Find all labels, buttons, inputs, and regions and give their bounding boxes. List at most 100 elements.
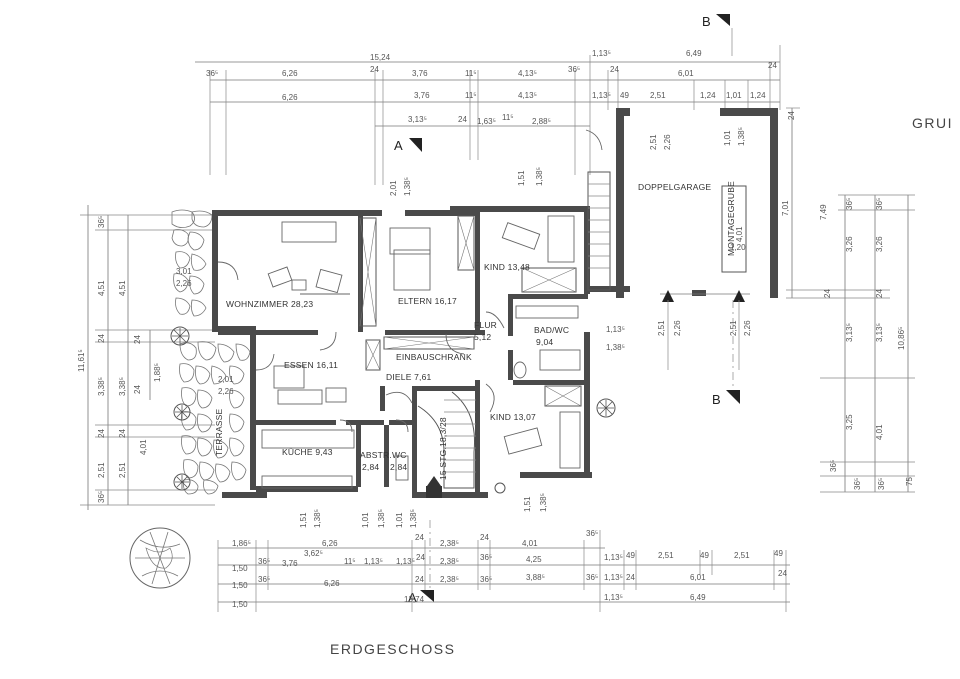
room-wohnzimmer: WOHNZIMMER 28,23 (226, 299, 313, 309)
dim-b-b: 1,38⁵ (313, 509, 322, 528)
dim-b3-6: 3,88⁵ (526, 573, 545, 582)
dim-door2-a: 1,51 (517, 170, 526, 186)
dim-left-i: 3,38⁵ (118, 377, 127, 396)
dim-left-o: 24 (118, 429, 127, 438)
section-a-bottom-arrow (420, 590, 434, 602)
dim-b3-9: 24 (626, 573, 635, 582)
dim-g2-a: 1,01 (723, 130, 732, 146)
dim-b3-10: 6,01 (690, 573, 706, 582)
dim-b3-7: 36⁵ (586, 573, 598, 582)
dim-b2-9: 4,25 (526, 555, 542, 564)
dim-right-i: 36⁵ (829, 460, 838, 472)
dim-r3-3: 4,13⁵ (518, 91, 537, 100)
dim-b-c: 1,01 (361, 512, 370, 528)
room-kind-2: KIND 13,07 (490, 412, 536, 422)
dim-r3-9: 1,24 (750, 91, 766, 100)
dim-b1-6: 36⁵ (586, 529, 598, 538)
dim-b2-2: 3,76 (282, 559, 298, 568)
dim-right-b: 24 (787, 111, 796, 120)
dim-right-a: 7,01 (781, 200, 790, 216)
walls (212, 108, 778, 498)
room-einbauschrank: EINBAUSCHRANK (396, 352, 472, 362)
dim-b1-4: 24 (480, 533, 489, 542)
dim-b3-11: 24 (778, 569, 787, 578)
dim-b3-4: 2,38⁵ (440, 575, 459, 584)
dim-r2-0: 36⁵ (206, 69, 218, 78)
section-markers: B A B A (394, 14, 740, 605)
bottom-dimension-lines (217, 530, 790, 612)
section-b-top-label: B (702, 14, 711, 29)
dim-right-c: 7,49 (819, 204, 828, 220)
dim-right-m: 24 (875, 289, 884, 298)
section-b-bottom-label: B (712, 392, 721, 407)
room-labels: WOHNZIMMER 28,23 ELTERN 16,17 KIND 13,48… (176, 181, 746, 480)
dim-door1-a: 2,01 (389, 180, 398, 196)
dim-r3-2: 11⁵ (465, 91, 477, 100)
dim-g1-b: 2,26 (663, 134, 672, 150)
dim-r2-8: 6,01 (678, 69, 694, 78)
dim-b4-3: 6,49 (690, 593, 706, 602)
dim-left-m: 24 (133, 335, 142, 344)
left-dimension-texts: 11,61⁵ 36⁵ 4,51 24 3,38⁵ 24 2,51 36⁵ 4,5… (77, 216, 162, 503)
room-eltern: ELTERN 16,17 (398, 296, 457, 306)
dim-b3-2: 6,26 (324, 579, 340, 588)
dim-left-e: 24 (97, 429, 106, 438)
built-ins (359, 215, 582, 407)
right-dimension-lines (786, 107, 915, 493)
dim-b1-1: 6,26 (322, 539, 338, 548)
dim-b-f: 1,38⁵ (409, 509, 418, 528)
dim-right-k: 36⁵ (875, 198, 884, 210)
dim-b2-3: 11⁵ (344, 557, 356, 566)
dim-left-b: 4,51 (97, 280, 106, 296)
dim-r4-2: 1,63⁵ (477, 117, 496, 126)
room-wc-area: 2,84 (390, 462, 407, 472)
furniture (261, 215, 581, 489)
dim-g3-b: 2,26 (673, 320, 682, 336)
dim-g1-a: 2,51 (649, 134, 658, 150)
dim-right-e: 3,26 (845, 236, 854, 252)
room-flur: FLUR (474, 320, 497, 330)
dim-b1b-0: 3,62⁵ (304, 549, 323, 558)
dim-left-n: 24 (133, 385, 142, 394)
dim-r2-2: 24 (370, 65, 379, 74)
compass-rose-icon (129, 527, 191, 589)
dim-b2-11: 49 (626, 551, 635, 560)
dim-b1-0: 1,86⁵ (232, 539, 251, 548)
dim-door2-b: 1,38⁵ (535, 167, 544, 186)
dim-r3-6: 2,51 (650, 91, 666, 100)
dim-g4-b: 2,26 (743, 320, 752, 336)
dim-b2-0: 1,50 (232, 564, 248, 573)
dim-b4-0: 1,50 (232, 600, 248, 609)
dim-right-d: 36⁵ (845, 198, 854, 210)
dim-r2-7: 24 (610, 65, 619, 74)
room-stair: 15 STG.18,3/28 (438, 417, 448, 480)
section-b-bottom-arrow (726, 390, 740, 404)
dim-r2-1: 6,26 (282, 69, 298, 78)
dim-b2-8: 36⁵ (480, 553, 492, 562)
dim-r3-7: 1,24 (700, 91, 716, 100)
room-doppelgarage: DOPPELGARAGE (638, 182, 711, 192)
dim-bad-a: 1,13⁵ (606, 325, 625, 334)
montage-width: 1,20 (730, 243, 746, 252)
dim-b3-0: 1,50 (232, 581, 248, 590)
dim-right-q: 10,86⁵ (897, 327, 906, 350)
dim-bad-b: 1,38⁵ (606, 343, 625, 352)
dim-b2-5: 1,13⁵ (396, 557, 415, 566)
dim-b2-10: 1,13⁵ (604, 553, 623, 562)
top-dimension-lines (195, 28, 781, 185)
dim-b3-5: 36⁵ (480, 575, 492, 584)
dim-g3-a: 2,51 (657, 320, 666, 336)
dim-r4-3: 11⁵ (502, 113, 514, 122)
dim-terr-b: 2,26 (176, 279, 192, 288)
dim-r3-0: 6,26 (282, 93, 298, 102)
room-wc: WC (392, 450, 407, 460)
dim-right-n: 3,13⁵ (875, 323, 884, 342)
right-dimension-texts: 7,01 24 7,49 36⁵ 3,26 24 3,13⁵ 3,25 36⁵ … (781, 111, 914, 490)
top-dimension-texts: 15,24 1,13⁵ 6,49 36⁵ 6,26 24 3,76 11⁵ 4,… (206, 49, 777, 126)
dim-r4-1: 24 (458, 115, 467, 124)
dim-b-g: 1,51 (523, 496, 532, 512)
dim-b3-1: 36⁵ (258, 575, 270, 584)
dim-r3-4: 1,13⁵ (592, 91, 611, 100)
dim-b1-5: 4,01 (522, 539, 538, 548)
